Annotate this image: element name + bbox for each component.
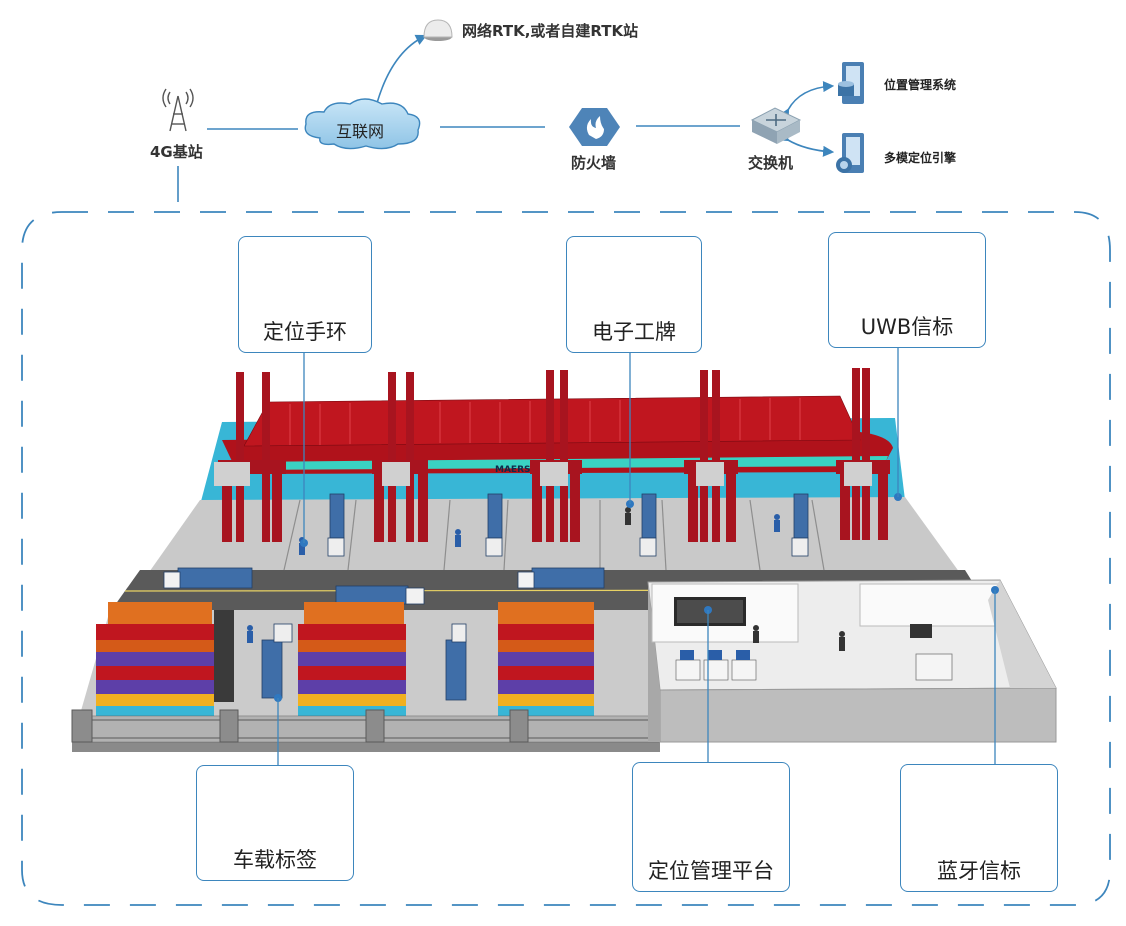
gantry-crane-3 [530, 370, 582, 542]
engine-server-icon [836, 133, 864, 173]
uwb-caption: UWB信标 [860, 315, 954, 339]
fence [71, 709, 661, 743]
container-stack-3 [498, 602, 594, 716]
road-trucks [163, 567, 605, 605]
gantry-crane-2 [372, 372, 428, 542]
yard-trucks [261, 623, 467, 701]
switch-label: 交换机 [748, 154, 794, 172]
callout-bluetooth: 蓝牙信标 [900, 764, 1058, 892]
callout-leaders [277, 348, 996, 765]
cell-tower-icon [162, 88, 194, 132]
multi-positioning-label: 多模定位引擎 [884, 151, 957, 165]
port-scene: MAERSK LINE [71, 368, 1057, 752]
callout-vehicle-tag: 车载标签 [196, 765, 354, 881]
bluetooth-caption: 蓝牙信标 [937, 859, 1021, 883]
network-links [177, 34, 835, 202]
gantry-crane-1 [214, 372, 286, 542]
location-system-label: 位置管理系统 [884, 78, 957, 92]
container-stack-2 [298, 602, 406, 716]
lane-trucks [327, 493, 809, 557]
callout-uwb: UWB信标 [828, 232, 986, 348]
rtk-label: 网络RTK,或者自建RTK站 [462, 22, 639, 40]
container-stack-1 [96, 602, 234, 716]
rtk-dome-icon [423, 19, 453, 41]
gantry-crane-4 [684, 370, 738, 542]
internet-cloud-icon [304, 98, 421, 150]
control-building [647, 579, 1057, 743]
internet-label: 互联网 [336, 122, 385, 141]
callout-wristband: 定位手环 [238, 236, 372, 353]
callout-badge: 电子工牌 [566, 236, 702, 353]
firewall-icon [569, 108, 620, 146]
platform-caption: 定位管理平台 [648, 859, 774, 883]
location-server-icon [838, 62, 864, 104]
switch-icon [750, 107, 802, 144]
gantry-crane-5 [836, 368, 890, 540]
ship-name: MAERSK LINE [495, 465, 563, 475]
vehicle-tag-caption: 车载标签 [233, 848, 317, 872]
site-boundary [21, 211, 1111, 906]
wristband-caption: 定位手环 [263, 320, 347, 344]
badge-caption: 电子工牌 [592, 320, 676, 344]
base-station-label: 4G基站 [150, 143, 203, 161]
firewall-label: 防火墙 [571, 154, 617, 172]
callout-platform: 定位管理平台 [632, 762, 790, 892]
